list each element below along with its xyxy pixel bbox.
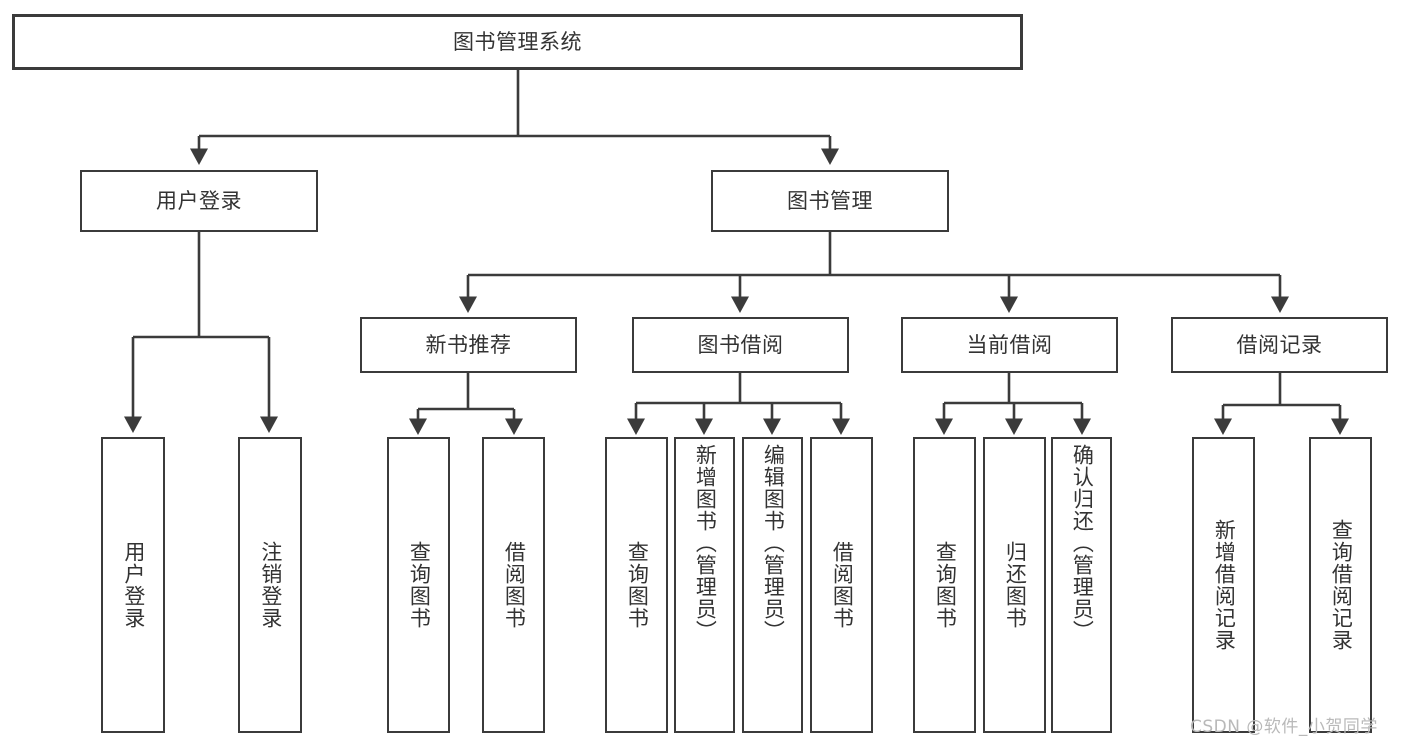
node-label: 图书管理: [787, 188, 873, 213]
leaf-label: 查询图书: [625, 541, 650, 629]
leaf-label: 用户登录: [121, 541, 146, 629]
leaf-add-borrow-record[interactable]: 新增借阅记录: [1192, 437, 1255, 733]
leaf-label: 确认归还（管理员）: [1070, 444, 1095, 642]
node-book-management[interactable]: 图书管理: [711, 170, 949, 232]
leaf-label: 编辑图书（管理员）: [761, 444, 786, 642]
node-borrow-record[interactable]: 借阅记录: [1171, 317, 1388, 373]
leaf-add-book-admin[interactable]: 新增图书（管理员）: [674, 437, 735, 733]
leaf-logout-login[interactable]: 注销登录: [238, 437, 302, 733]
leaf-edit-book-admin[interactable]: 编辑图书（管理员）: [742, 437, 803, 733]
leaf-label: 新增借阅记录: [1212, 519, 1237, 651]
node-label: 新书推荐: [425, 332, 512, 357]
leaf-label: 查询图书: [933, 541, 958, 629]
leaf-query-book-current[interactable]: 查询图书: [913, 437, 976, 733]
node-current-borrow[interactable]: 当前借阅: [901, 317, 1118, 373]
leaf-label: 查询借阅记录: [1329, 519, 1354, 651]
leaf-return-book[interactable]: 归还图书: [983, 437, 1046, 733]
leaf-label: 新增图书（管理员）: [693, 444, 718, 642]
leaf-label: 借阅图书: [502, 541, 527, 629]
leaf-borrow-book[interactable]: 借阅图书: [810, 437, 873, 733]
leaf-label: 注销登录: [258, 541, 283, 629]
node-new-book-recommend[interactable]: 新书推荐: [360, 317, 577, 373]
leaf-query-borrow-record[interactable]: 查询借阅记录: [1309, 437, 1372, 733]
leaf-label: 查询图书: [407, 541, 432, 629]
node-root-system[interactable]: 图书管理系统: [12, 14, 1023, 70]
node-user-login[interactable]: 用户登录: [80, 170, 318, 232]
leaf-label: 借阅图书: [830, 541, 855, 629]
node-label: 借阅记录: [1236, 332, 1323, 357]
leaf-borrow-book-recommend[interactable]: 借阅图书: [482, 437, 545, 733]
leaf-confirm-return-admin[interactable]: 确认归还（管理员）: [1051, 437, 1112, 733]
node-label: 图书管理系统: [453, 29, 582, 54]
watermark-text: CSDN @软件_小贺同学: [1190, 717, 1378, 737]
leaf-query-book-borrow[interactable]: 查询图书: [605, 437, 668, 733]
node-label: 图书借阅: [697, 332, 784, 357]
leaf-query-book-recommend[interactable]: 查询图书: [387, 437, 450, 733]
node-label: 用户登录: [156, 188, 242, 213]
node-book-borrow[interactable]: 图书借阅: [632, 317, 849, 373]
leaf-user-login[interactable]: 用户登录: [101, 437, 165, 733]
node-label: 当前借阅: [966, 332, 1053, 357]
leaf-label: 归还图书: [1003, 541, 1028, 629]
